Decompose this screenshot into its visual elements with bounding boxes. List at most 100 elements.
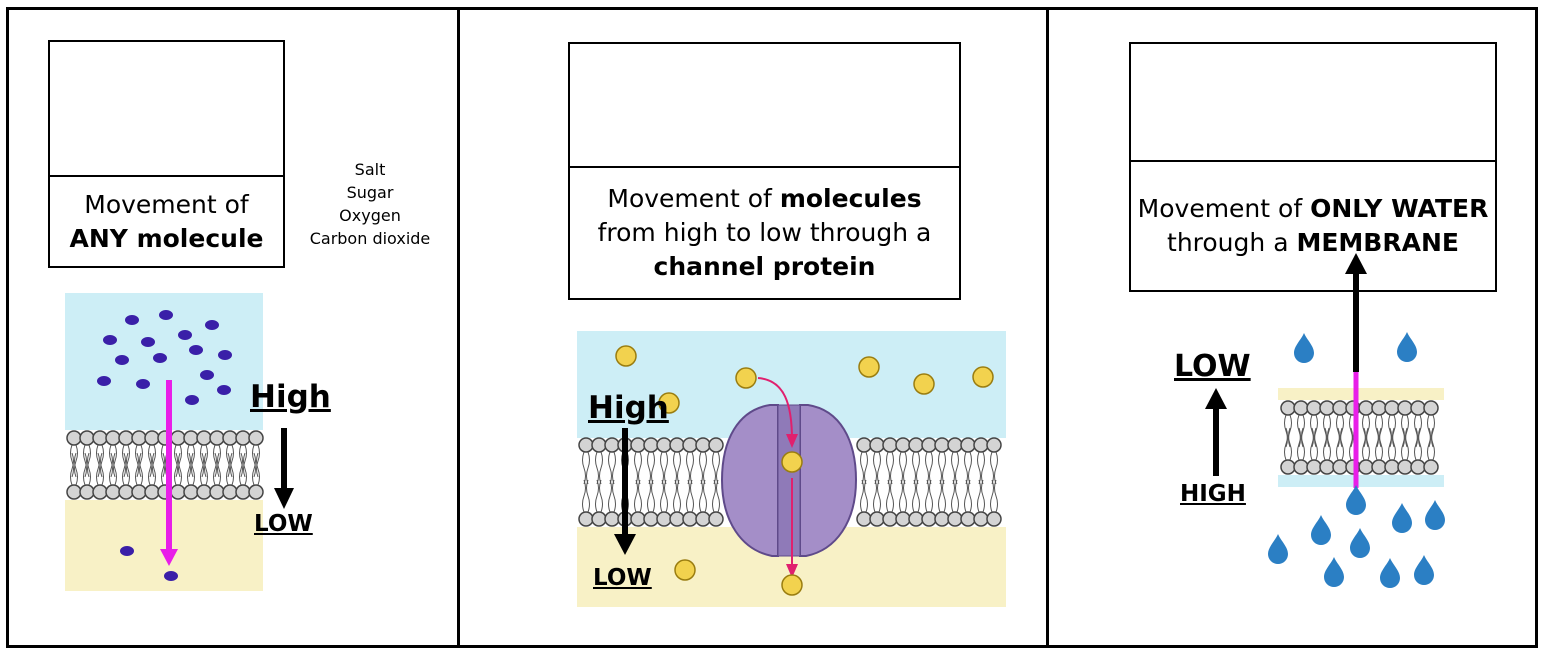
channel-protein [720,404,858,557]
lipid-tail [938,479,946,513]
outside-fluid [1278,475,1444,487]
lipid-tail [109,444,117,478]
molecule [972,366,994,388]
lipid-tail [595,479,603,513]
lipid-head [1371,459,1387,475]
lipid-head [248,484,264,500]
water-drop-icon [1425,500,1445,530]
lipid-tail [925,479,933,513]
lipid-head [1319,459,1335,475]
lipid-tail [1375,427,1383,461]
answer-box[interactable] [1129,42,1497,162]
lipid-tail [860,451,868,485]
lipid-tail [239,452,247,486]
lipid-tail [1336,414,1344,448]
lipid-tail [990,451,998,485]
molecule [97,376,111,386]
example-item: Salt [354,160,386,179]
gradient-arrow-head [274,488,294,509]
description-text: from high to low through a [597,218,932,247]
description-text: Movement of [607,184,780,213]
lipid-tail [873,479,881,513]
lipid-tail [608,479,616,513]
lipid-tail [686,451,694,485]
lipid-tail [148,452,156,486]
lipid-tail [699,479,707,513]
inside-fluid [65,500,263,591]
lipid-tail [70,444,78,478]
molecule [218,350,232,360]
lipid-tail [1297,427,1305,461]
molecule [913,373,935,395]
description-text: MEMBRANE [1296,228,1459,257]
inside-fluid [1278,388,1444,400]
lipid-head [1423,400,1439,416]
answer-box[interactable] [48,40,285,177]
lipid-tail [1401,414,1409,448]
lipid-tail [608,451,616,485]
lipid-head [1358,459,1374,475]
description-text: ONLY WATER [1310,194,1489,223]
lipid-tail [96,444,104,478]
lipid-tail [1414,414,1422,448]
lipid-tail [1427,414,1435,448]
water-drop-icon [1414,555,1434,585]
example-list: Salt Sugar Oxygen Carbon dioxide [290,158,450,250]
lipid-tail [660,479,668,513]
lipid-head [708,437,724,453]
water-drops [1268,332,1445,588]
panel-description: Movement of ONLY WATER through a MEMBRAN… [1129,160,1497,292]
lipid-tail [83,444,91,478]
lipid-tail [899,451,907,485]
lipid-tail [174,444,182,478]
answer-box[interactable] [568,42,961,168]
lipid-tail [977,479,985,513]
lipid-tail [1323,414,1331,448]
lipid-tail [1362,427,1370,461]
lipid-tail [122,452,130,486]
cell-membrane [578,437,1002,527]
water-drop-icon [1311,515,1331,545]
lipid-tail [699,451,707,485]
lipid-tail [213,444,221,478]
diagram-frame [6,7,1538,648]
lipid-tail [200,444,208,478]
molecule [159,310,173,320]
molecule [136,379,150,389]
description-text: molecules [779,184,922,213]
lipid-tail [673,479,681,513]
lipid-head [1332,400,1348,416]
lipid-tail [951,479,959,513]
lipid-tail [1336,427,1344,461]
lipid-tail [226,452,234,486]
high-label: High [588,390,669,426]
lipid-tail [899,479,907,513]
description-text: channel protein [653,252,876,281]
gradient-arrow-head [1205,388,1227,409]
water-drop-icon [1346,485,1366,515]
lipid-tail [912,451,920,485]
molecule [125,315,139,325]
lipid-tail [977,451,985,485]
lipid-tail [712,479,720,513]
lipid-tail [964,451,972,485]
lipid-tail [647,479,655,513]
lipid-tail [925,451,933,485]
molecule [205,320,219,330]
water-drop-icon [1268,534,1288,564]
lipid-tail [1297,414,1305,448]
molecule [781,574,803,596]
lipid-head [1319,400,1335,416]
lipid-head [1280,459,1296,475]
lipid-tail [1284,414,1292,448]
lipid-head [1306,459,1322,475]
description-text: Movement of [84,189,249,219]
example-item: Sugar [346,183,394,202]
lipid-tail [1401,427,1409,461]
low-label: LOW [1174,349,1251,384]
cell-membrane [66,430,264,500]
lipid-head [1332,459,1348,475]
molecule [178,330,192,340]
lipid-tail [951,451,959,485]
